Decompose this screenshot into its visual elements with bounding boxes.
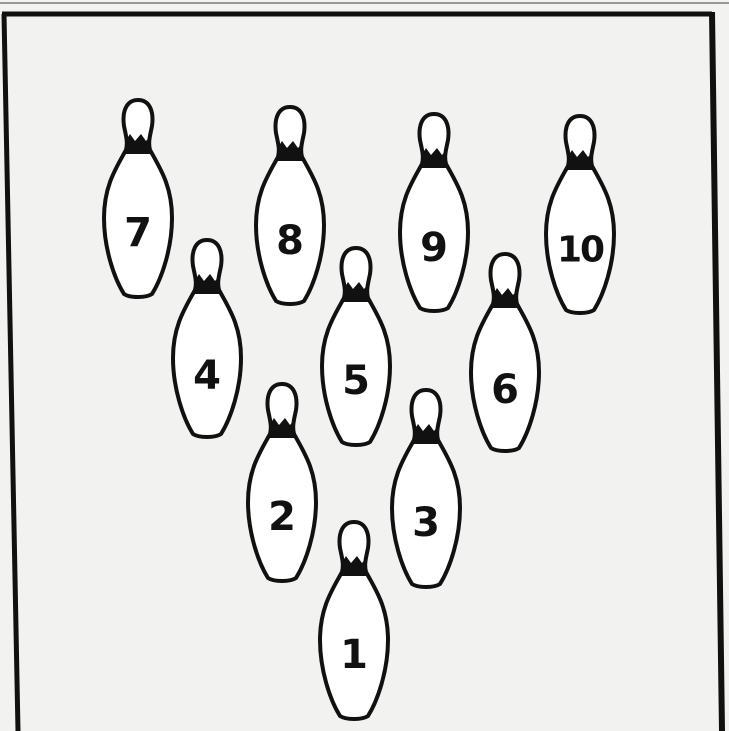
pin-9: 9 [400,114,468,311]
pin-6: 6 [471,254,539,451]
pin-label-9: 9 [420,225,448,271]
pin-label-3: 3 [412,500,440,546]
pin-label-7: 7 [124,210,152,256]
pin-3: 3 [392,390,460,587]
pin-5: 5 [322,248,390,445]
pin-8: 8 [256,107,324,304]
pin-label-6: 6 [491,367,519,413]
pin-label-2: 2 [268,494,296,540]
pin-7: 7 [104,100,172,297]
pin-label-10: 10 [557,230,604,271]
pin-label-1: 1 [340,632,368,678]
pin-1: 1 [320,522,388,719]
pin-label-8: 8 [276,218,304,264]
pin-label-5: 5 [342,358,370,404]
pin-10: 10 [546,116,614,313]
pin-4: 4 [173,240,241,437]
pin-label-4: 4 [193,353,221,399]
pin-2: 2 [248,384,316,581]
